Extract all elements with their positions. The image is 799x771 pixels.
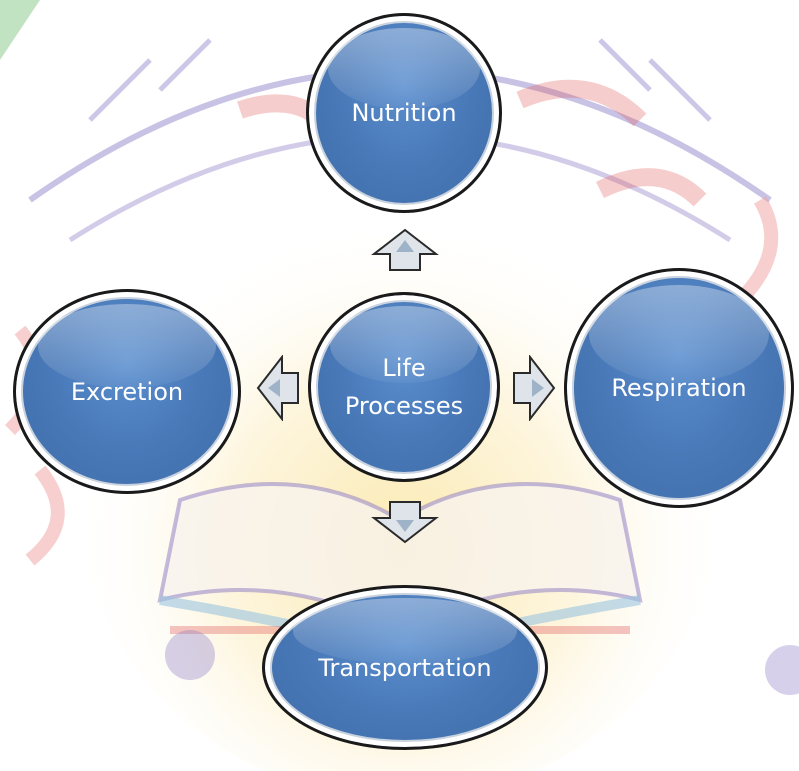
node-excretion-label: Excretion — [70, 377, 184, 406]
center-label-line2: Processes — [344, 392, 464, 420]
node-transportation-label: Transportation — [318, 653, 492, 682]
node-nutrition-label: Nutrition — [351, 99, 457, 127]
node-transportation: Transportation — [262, 585, 548, 750]
node-excretion: Excretion — [13, 289, 241, 494]
arrow-up-icon — [371, 228, 439, 271]
center-label: Life Processes — [345, 349, 463, 425]
center-label-line1: Life — [382, 354, 426, 382]
node-respiration-label: Respiration — [611, 374, 747, 402]
node-nutrition: Nutrition — [306, 13, 502, 213]
node-life-processes: Life Processes — [308, 292, 500, 482]
node-respiration: Respiration — [564, 268, 794, 508]
arrow-right-icon — [513, 355, 556, 421]
arrow-down-icon — [371, 501, 439, 544]
arrow-left-icon — [256, 355, 299, 421]
